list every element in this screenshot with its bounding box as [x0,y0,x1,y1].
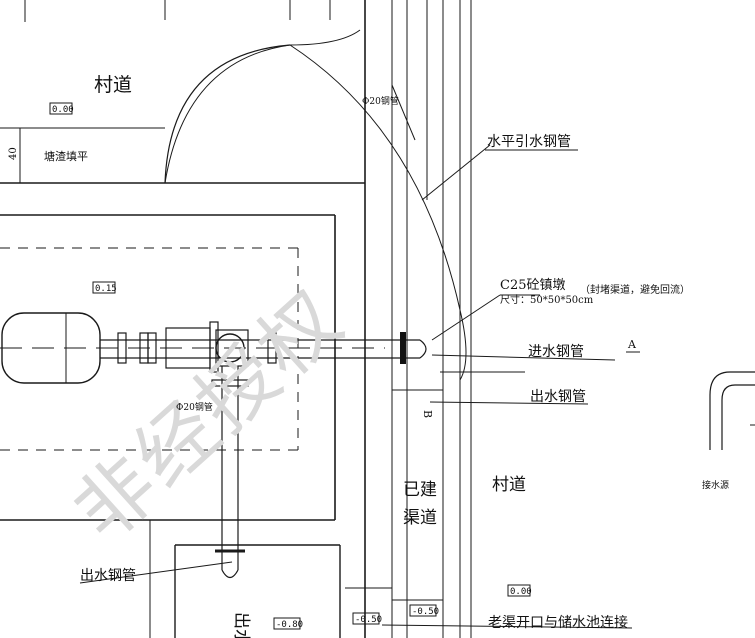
anchor-block-label: C25砼镇墩 [500,278,566,293]
fill-note-label: 塘渣填平 [44,149,88,163]
dimension-40-label: 40 [8,147,19,160]
village-road-top-label: 村道 [94,74,132,96]
elevation-top-road-value: 0.00 [52,105,74,115]
anchor-size-label: 尺寸：50*50*50cm [500,293,594,306]
elevation-marker-inner: 0.15 [92,281,117,294]
elevation-bottom-3-value: -0.50 [412,607,439,617]
pipe-assembly [1,312,755,579]
built-channel-label-2: 渠道 [403,508,437,528]
horizontal-pipe-label: 水平引水钢管 [487,134,571,150]
outlet-pipe-right-label: 出水钢管 [530,389,586,405]
leader-lines [79,149,640,629]
phi20-pipe-top-label: Φ20钢管 [362,95,399,107]
section-a-label: A [627,338,637,351]
elevation-marker-right-road: 0.00 [507,584,532,597]
elevation-right-road-value: 0.00 [510,587,532,597]
elevation-marker-bottom-2: -0.50 [352,612,382,625]
outlet-pipe-left-label: 出水钢管 [80,568,136,584]
elevation-marker-bottom-1: -0.80 [273,617,303,630]
section-b-label: B [421,410,434,418]
tank-text-label: 出水 [231,612,251,638]
phi20-pipe-mid-label: Φ20钢管 [176,401,213,413]
channel-connect-label: 老渠开口与储水池连接 [488,614,628,631]
watermark-text: 非经授权 [57,273,361,559]
structure-lines [0,0,491,638]
elevation-marker-bottom-3: -0.50 [409,604,439,617]
built-channel-label-1: 已建 [403,480,437,500]
village-road-right-label: 村道 [492,475,526,495]
water-source-label: 接水源 [702,479,729,491]
inlet-pipe-label: 进水钢管 [528,344,584,360]
elevation-marker-top-road: 0.00 [49,102,74,115]
elevation-inner-value: 0.15 [95,284,117,294]
elevation-bottom-2-value: -0.50 [355,615,382,625]
elevation-bottom-1-value: -0.80 [276,620,303,630]
anchor-note-label: （封堵渠道，避免回流） [580,283,690,296]
